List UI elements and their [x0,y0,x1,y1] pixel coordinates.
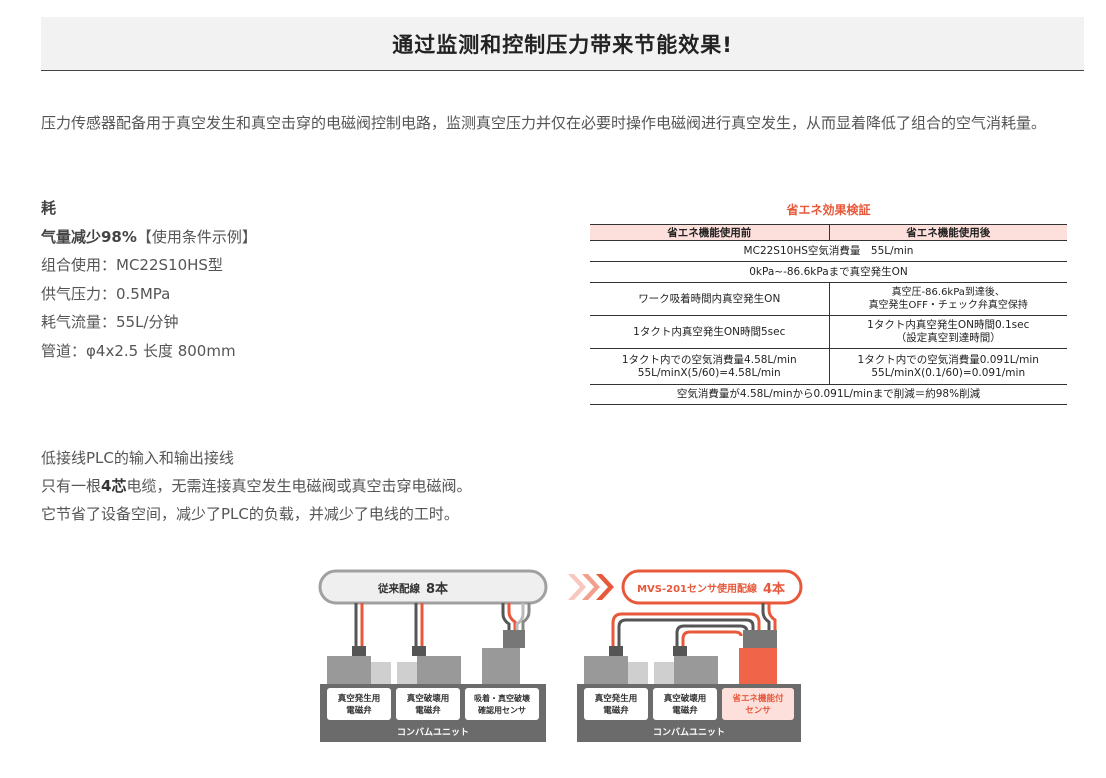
connector [743,630,777,648]
right-label: MVS-201センサ使用配線 [637,582,757,595]
right-box-2-line-2: 電磁弁 [672,705,698,716]
table-title: 省エネ効果検証 [786,203,871,217]
spec-line-3: 组合使用：MC22S10HS型 [41,256,223,274]
table-cell: 1タクト内真空発生ON時間0.1sec （設定真空到達時間） [829,315,1067,349]
connector [352,646,366,656]
right-count: 4本 [763,581,785,597]
solenoid-valve-block [674,656,718,686]
right-box-2 [653,688,717,720]
table-row: 0kPa~-86.6kPaまで真空発生ON [590,261,1067,283]
table-cell: 1タクト内での空気消費量0.091L/min 55L/minX(0.1/60)=… [829,348,1067,385]
right-box-3-line-2: センサ [745,706,771,716]
left-box-1-line-1: 真空発生用 [338,693,381,704]
right-cables [611,603,777,650]
table-row: 1タクト内での空気消費量4.58L/min 55L/minX(5/60)=4.5… [590,348,1067,385]
table-header-after: 省エネ機能使用後 [828,224,1067,241]
left-box-3-line-1: 吸着・真空破壊 [474,693,531,703]
left-box-1 [327,688,391,720]
page-title: 通过监测和控制压力带来节能效果! [392,32,733,57]
wiring-line-2: 只有一根4芯电缆，无需连接真空发生电磁阀或真空击穿电磁阀。 [41,472,471,500]
right-box-1-line-1: 真空発生用 [595,693,638,704]
connector [673,646,687,656]
table-row: 1タクト内真空発生ON時間5sec 1タクト内真空発生ON時間0.1sec （設… [590,315,1067,349]
connector [609,646,623,656]
wiring-line-2-post: 电缆，无需连接真空发生电磁阀或真空击穿电磁阀。 [126,477,472,495]
connector [412,646,426,656]
right-box-3-line-1: 省エネ機能付 [731,693,784,704]
section-header: 通过监测和控制压力带来节能效果! [41,17,1084,71]
table-cell-line: （設定真空到達時間） [895,332,1001,344]
wiring-diagram: 従来配線 8本 真空発生用 電磁弁 真空破壊用 電磁弁 吸着・真空破壊 確認用セ… [318,569,803,742]
spec-line-1: 耗 [41,199,57,217]
right-box-2-line-1: 真空破壊用 [664,693,707,704]
solenoid-valve-block [371,662,391,686]
left-box-2 [396,688,460,720]
table-cell: 真空圧-86.6kPa到達後、 真空発生OFF・チェック弁真空保持 [829,282,1067,316]
spec-line-6: 管道：φ4x2.5 长度 800mm [41,341,236,360]
right-box-1 [584,688,648,720]
energy-saving-sensor-block [739,648,777,686]
intro-paragraph: 压力传感器配备用于真空发生和真空击穿的电磁阀控制电路，监测真空压力并仅在必要时操… [41,114,1047,132]
table-cell: 空気消費量が4.58L/minから0.091L/minまで削減＝約98%削減 [590,384,1067,405]
table-cell-line: 1タクト内での空気消費量0.091L/min [857,353,1039,366]
wiring-block: 低接线PLC的输入和输出接线 只有一根4芯电缆，无需连接真空发生电磁阀或真空击穿… [41,444,471,528]
table-cell-line: 55L/minX(0.1/60)=0.091/min [871,366,1026,379]
solenoid-valve-block [628,662,648,686]
right-box-1-line-2: 電磁弁 [603,705,629,716]
right-label-pill [621,569,803,605]
solenoid-valve-block [327,656,371,686]
table-row: ワーク吸着時間内真空発生ON 真空圧-86.6kPa到達後、 真空発生OFF・チ… [590,282,1067,316]
wiring-line-3: 它节省了设备空间，减少了PLC的负载，并减少了电线的工时。 [41,505,459,523]
left-unit-label: コンバムユニット [397,727,469,738]
table-row: 空気消費量が4.58L/minから0.091L/minまで削減＝約98%削減 [590,384,1067,405]
table-cell: 1タクト内での空気消費量4.58L/min 55L/minX(5/60)=4.5… [590,348,830,385]
table-header-row: 省エネ機能使用前 省エネ機能使用後 [590,224,1067,241]
spec-reduction: 气量减少98% [41,227,137,246]
wiring-line-2-bold: 4芯 [101,477,127,495]
connector [503,630,525,648]
solenoid-valve-block [584,656,628,686]
table-cell: 0kPa~-86.6kPaまで真空発生ON [590,261,1067,283]
table-row: MC22S10HS空気消費量 55L/min [590,240,1067,262]
wiring-line-1: 低接线PLC的输入和输出接线 [41,449,234,467]
table-cell-line: 真空発生OFF・チェック弁真空保持 [868,300,1028,311]
right-box-3 [722,688,794,720]
left-label: 従来配線 [377,582,420,595]
table-cell: ワーク吸着時間内真空発生ON [590,282,830,316]
wiring-line-2-pre: 只有一根 [41,477,102,495]
left-box-3 [465,688,539,720]
table-cell: MC22S10HS空気消費量 55L/min [590,240,1067,262]
spec-line-5: 耗气流量：55L/分钟 [41,313,179,331]
solenoid-valve-block [417,656,461,686]
left-label-pill [318,569,548,605]
spec-condition-label: 【使用条件示例】 [136,227,257,246]
left-count: 8本 [426,581,448,597]
left-box-3-line-2: 確認用センサ [478,705,526,715]
table-cell-line: 1タクト内真空発生ON時間0.1sec [867,319,1030,331]
left-box-1-line-2: 電磁弁 [346,705,372,716]
right-unit-label: コンバムユニット [653,727,725,738]
energy-saving-table: 省エネ機能使用前 省エネ機能使用後 MC22S10HS空気消費量 55L/min… [590,224,1067,405]
table-header-before: 省エネ機能使用前 [590,224,829,241]
table-cell-line: 真空圧-86.6kPa到達後、 [891,287,1005,298]
table-cell-line: 55L/minX(5/60)=4.58L/min [637,366,781,379]
table-cell: 1タクト内真空発生ON時間5sec [590,315,830,349]
left-cables [354,603,531,650]
chevron-arrows-icon [568,574,614,600]
spec-line-4: 供气压力：0.5MPa [41,284,171,303]
left-box-2-line-1: 真空破壊用 [407,693,450,704]
solenoid-valve-block [397,662,417,686]
sensor-block [482,648,520,686]
spec-block: 耗 气量减少98%【使用条件示例】 组合使用：MC22S10HS型 供气压力：0… [41,194,257,365]
table-cell-line: 1タクト内での空気消費量4.58L/min [621,353,797,366]
solenoid-valve-block [654,662,674,686]
spec-line-2: 气量减少98%【使用条件示例】 [41,223,257,252]
left-box-2-line-2: 電磁弁 [415,705,441,716]
